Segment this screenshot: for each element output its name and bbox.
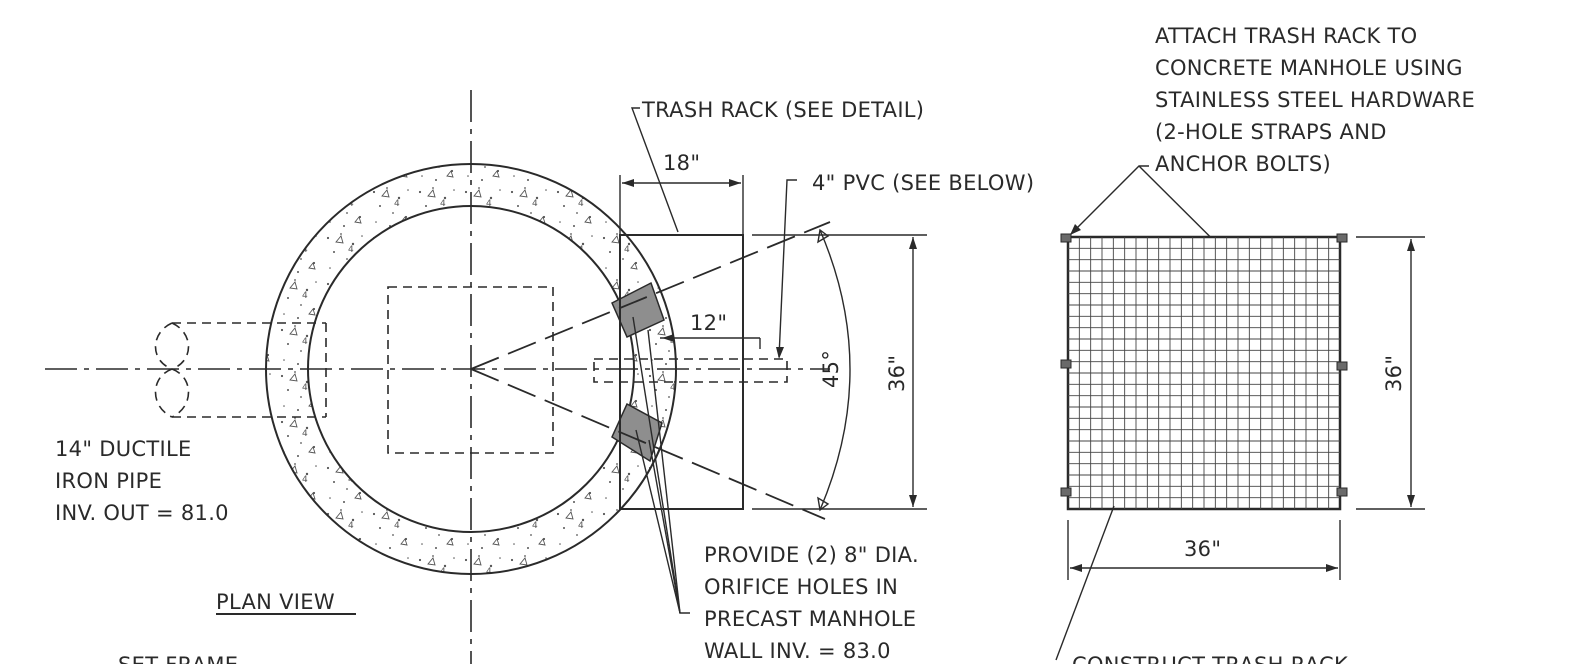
strap-bottom-right	[1336, 487, 1348, 497]
pvc-pipe	[593, 358, 788, 383]
angle-line-lower	[470, 368, 826, 520]
ductile-iron-pipe	[154, 322, 327, 418]
construct-leader	[1055, 505, 1115, 661]
orifice-label-line-2: ORIFICE HOLES IN	[704, 575, 898, 599]
pipe-label-line-1: 14" DUCTILE	[55, 437, 192, 461]
dim-12-label: 12"	[690, 311, 727, 335]
pvc-leader	[778, 179, 797, 358]
orifice-label-line-1: PROVIDE (2) 8" DIA.	[704, 543, 919, 567]
frame-opening	[387, 286, 554, 454]
dim-18-label: 18"	[663, 151, 700, 175]
attach-note-line-2: CONCRETE MANHOLE USING	[1155, 56, 1463, 80]
trash-rack-detail: ATTACH TRASH RACK TO CONCRETE MANHOLE US…	[1055, 24, 1475, 664]
strap-bottom-left	[1060, 487, 1072, 497]
angle-arc	[819, 229, 851, 511]
strap-top-right	[1336, 233, 1348, 243]
pipe-label-line-2: IRON PIPE	[55, 469, 162, 493]
attach-note-line-1: ATTACH TRASH RACK TO	[1155, 24, 1417, 48]
plan-view: 45° 18" TRASH RACK (SEE DETAIL) 12" 4" P…	[45, 90, 1034, 664]
set-frame-label: SET FRAME	[118, 653, 238, 664]
attach-note-line-5: ANCHOR BOLTS)	[1155, 152, 1331, 176]
pvc-label: 4" PVC (SEE BELOW)	[812, 171, 1034, 195]
manhole-inner-edge	[307, 205, 635, 533]
dim-width-label: 36"	[1184, 537, 1221, 561]
dim-height-label: 36"	[1382, 355, 1406, 392]
trash-rack-leader	[630, 107, 679, 233]
trash-rack-plan	[619, 234, 744, 510]
pipe-label-line-3: INV. OUT = 81.0	[55, 501, 229, 525]
trash-rack-grid	[1068, 237, 1340, 509]
orifice-hole-upper	[611, 281, 665, 338]
straps	[1060, 233, 1348, 497]
construct-label: CONSTRUCT TRASH RACK	[1072, 653, 1349, 664]
orifice-label-line-4: WALL INV. = 83.0	[704, 639, 891, 663]
dim-36-plan-label: 36"	[885, 355, 909, 392]
strap-mid-right	[1336, 361, 1348, 371]
trash-rack-label: TRASH RACK (SEE DETAIL)	[641, 98, 924, 122]
strap-top-left	[1060, 233, 1072, 243]
angle-45-label: 45°	[819, 350, 843, 388]
attach-leader	[1069, 165, 1149, 236]
orifice-label-line-3: PRECAST MANHOLE	[704, 607, 916, 631]
angle-line-upper	[470, 221, 831, 370]
manhole-outer-edge	[265, 163, 677, 575]
attach-note-line-4: (2-HOLE STRAPS AND	[1155, 120, 1387, 144]
plan-view-title: PLAN VIEW	[216, 590, 335, 614]
strap-mid-left	[1060, 359, 1072, 369]
attach-note-line-3: STAINLESS STEEL HARDWARE	[1155, 88, 1475, 112]
